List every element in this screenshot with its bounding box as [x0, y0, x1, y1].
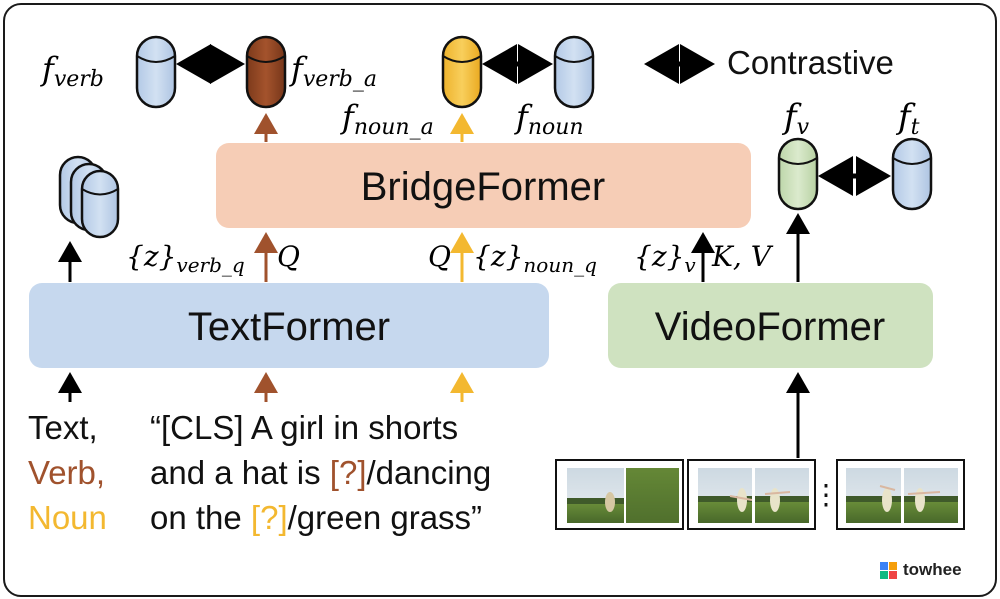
towhee-wordmark: towhee	[903, 560, 962, 579]
z-v-label: {z}v	[634, 240, 696, 277]
legend-contrastive-label: Contrastive	[727, 44, 894, 81]
z-noun-q-label: {z}noun_q	[473, 240, 597, 277]
f-noun-a-cylinder	[441, 35, 483, 109]
f-t-label: ft	[895, 97, 920, 140]
q-noun-label: Q	[428, 240, 451, 273]
caption-line-3-pre: on the	[150, 499, 251, 536]
frames-separator: ⋮	[812, 478, 840, 511]
f-noun-a-label: fnoun_a	[340, 98, 434, 140]
videoformer-label: VideoFormer	[655, 305, 885, 349]
input-noun-label: Noun	[28, 499, 107, 536]
f-t-cylinder	[891, 137, 933, 211]
f-verb-label: fverb	[40, 50, 104, 92]
caption-line-3-post: /green grass”	[287, 499, 483, 536]
textformer-box: TextFormer	[29, 283, 549, 368]
input-labels: Text, Verb, Noun	[28, 405, 107, 540]
f-verb-a-label: fverb_a	[289, 50, 377, 92]
bridgeformer-label: BridgeFormer	[361, 165, 606, 209]
textformer-label: TextFormer	[188, 305, 390, 349]
caption-line-2-post: /dancing	[366, 454, 492, 491]
caption-line-2-pre: and a hat is	[150, 454, 330, 491]
verb-mask: [?]	[329, 454, 367, 491]
f-noun-cylinder	[553, 35, 595, 109]
video-frame-1	[555, 459, 684, 530]
caption-line-2: and a hat is [?]/dancing	[150, 450, 491, 495]
input-verb-label: Verb,	[28, 454, 106, 491]
bridgeformer-box: BridgeFormer	[216, 143, 751, 228]
input-text-label: Text,	[28, 409, 98, 446]
text-token-stack	[58, 155, 120, 239]
towhee-logo-icon	[880, 562, 897, 579]
kv-label: K, V	[711, 240, 774, 273]
example-caption: “[CLS] A girl in shorts and a hat is [?]…	[150, 405, 491, 540]
noun-mask: [?]	[250, 499, 288, 536]
caption-line-1: “[CLS] A girl in shorts	[150, 409, 459, 446]
f-v-cylinder	[777, 137, 819, 211]
video-frame-3	[836, 459, 965, 530]
z-verb-q-label: {z}verb_q	[126, 240, 245, 277]
towhee-watermark: towhee	[878, 560, 962, 580]
f-verb-cylinder	[135, 35, 177, 109]
videoformer-box: VideoFormer	[608, 283, 933, 368]
video-frame-2	[687, 459, 816, 530]
f-verb-a-cylinder	[245, 35, 287, 109]
caption-line-3: on the [?]/green grass”	[150, 495, 491, 540]
q-verb-label: Q	[277, 240, 300, 273]
f-v-label: fv	[781, 97, 810, 140]
